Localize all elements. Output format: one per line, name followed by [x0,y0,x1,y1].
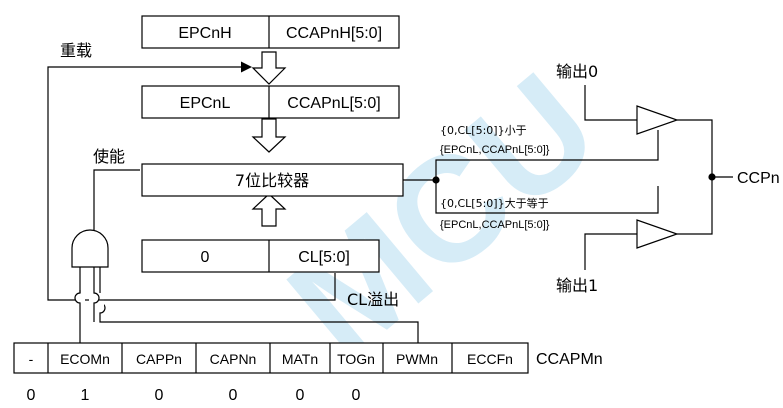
ccapnl-to-comparator-arrow [251,118,287,153]
ccapmn-value-reserved: 0 [27,387,36,404]
ccpn-label: CCPn [737,170,780,187]
ecomn-wire-hop [74,290,81,307]
enable-wire-hop [93,290,100,322]
output0-wire [584,85,637,121]
ccapmn-register: - ECOMn CAPPn CAPNn MATn TOGn PWMn ECCFn [13,342,529,374]
and-gate [71,229,109,268]
ccapmn-bit-reserved: - [29,351,34,367]
greater-equal-condition-line2: {EPCnL,CCAPnL[5:0]} [440,219,550,231]
ccapmn-value-togn: 0 [352,387,361,404]
ccapnh-register: EPCnH CCAPnH[5:0] [141,15,400,49]
cl-register: 0 CL[5:0] [141,239,380,273]
ccapmn-bit-cappn: CAPPn [136,351,182,367]
greater-equal-wire [435,180,659,214]
comparator-box: 7位比较器 [141,163,404,197]
ccapmn-value-cappn: 0 [155,387,164,404]
ccpn-junction [708,173,716,181]
epcnl-label: EPCnL [180,95,231,112]
ccapnh-to-ccapnl-arrow [251,51,287,85]
output1-label: 输出1 [556,276,598,295]
reload-label: 重载 [60,41,92,60]
epcnh-label: EPCnH [178,25,231,42]
ccapmn-bit-capnn: CAPNn [210,351,257,367]
ccapmn-bit-eccfn: ECCFn [467,351,513,367]
output0-label: 输出0 [556,62,598,81]
ccapmn-bit-pwmn: PWMn [396,351,438,367]
output1-wire [584,233,637,270]
greater-equal-condition-line1: {0,CL[5:0]}大于等于 [440,196,549,210]
ccapmn-value-matn: 0 [296,387,305,404]
ccapnl-register: EPCnL CCAPnL[5:0] [141,85,400,119]
ccapmn-value-ecomn: 1 [81,387,90,404]
reload-arrowhead [241,61,252,73]
cl-overflow-label: CL溢出 [347,290,399,309]
enable-label: 使能 [93,147,125,166]
buffer0-out-wire [677,119,713,235]
enable-wire [93,169,140,290]
ccapmn-value-capnn: 0 [229,387,238,404]
ccapmn-bit-matn: MATn [282,351,318,367]
cl-to-comparator-arrow [251,193,287,227]
ccapmn-bit-ecomn: ECOMn [60,351,110,367]
ccapmn-name: CCAPMn [536,351,603,368]
ccapmn-bit-togn: TOGn [337,351,375,367]
output0-buffer [636,105,679,135]
less-than-condition-line1: {0,CL[5:0]}小于 [440,124,527,137]
reload-wire [47,66,336,301]
ccapnl-label: CCAPnL[5:0] [287,95,380,112]
output1-buffer [636,219,679,249]
cl-label: CL[5:0] [298,249,350,266]
comparator-label: 7位比较器 [235,171,309,190]
less-than-condition-line2: {EPCnL,CCAPnL[5:0]} [440,144,550,156]
ccapnh-label: CCAPnH[5:0] [286,25,382,42]
cl-zero-label: 0 [201,249,210,266]
less-than-wire [435,130,659,180]
